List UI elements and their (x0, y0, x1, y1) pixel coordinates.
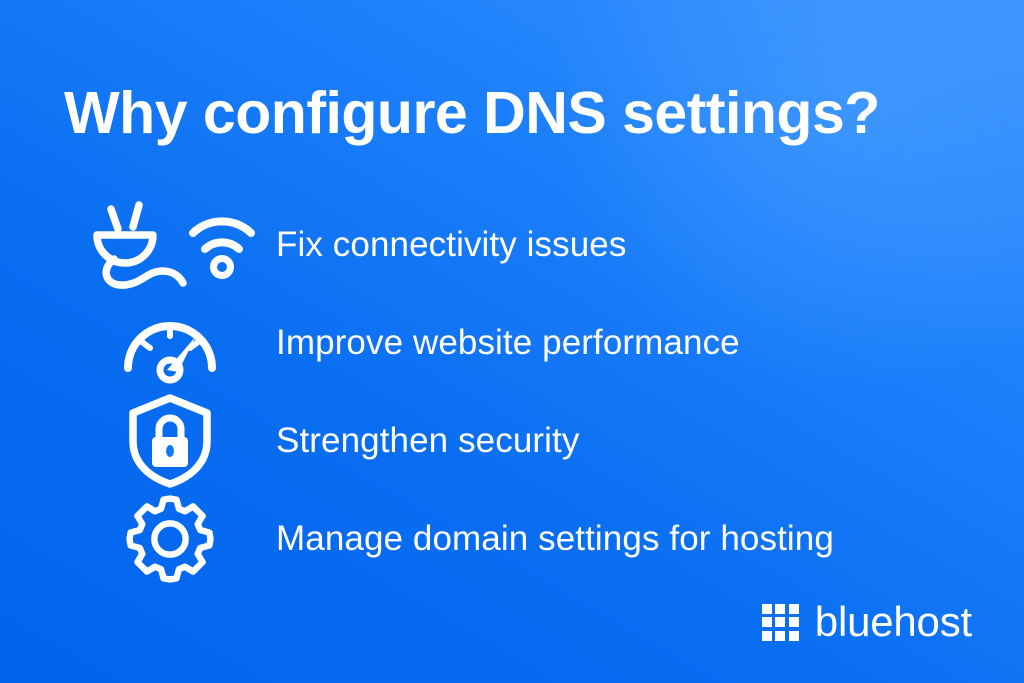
logo-wordmark: bluehost (814, 598, 972, 645)
speedometer-icon (64, 302, 276, 384)
list-item-label: Manage domain settings for hosting (276, 519, 834, 558)
list-item-label: Improve website performance (276, 323, 740, 362)
shield-lock-icon (64, 393, 276, 489)
list-item-label: Strengthen security (276, 421, 580, 460)
list-item: Fix connectivity issues (64, 196, 964, 294)
page-title: Why configure DNS settings? (64, 80, 880, 146)
list-item-label: Fix connectivity issues (276, 225, 627, 264)
list-item: Improve website performance (64, 294, 964, 392)
plug-wifi-icon (64, 197, 276, 293)
list-item: Strengthen security (64, 392, 964, 490)
bluehost-logo: bluehost (761, 598, 972, 645)
benefits-list: Fix connectivity issues Improve website … (64, 196, 964, 588)
list-item: Manage domain settings for hosting (64, 490, 964, 588)
gear-icon (64, 493, 276, 585)
grid-3x3-icon (761, 603, 799, 641)
